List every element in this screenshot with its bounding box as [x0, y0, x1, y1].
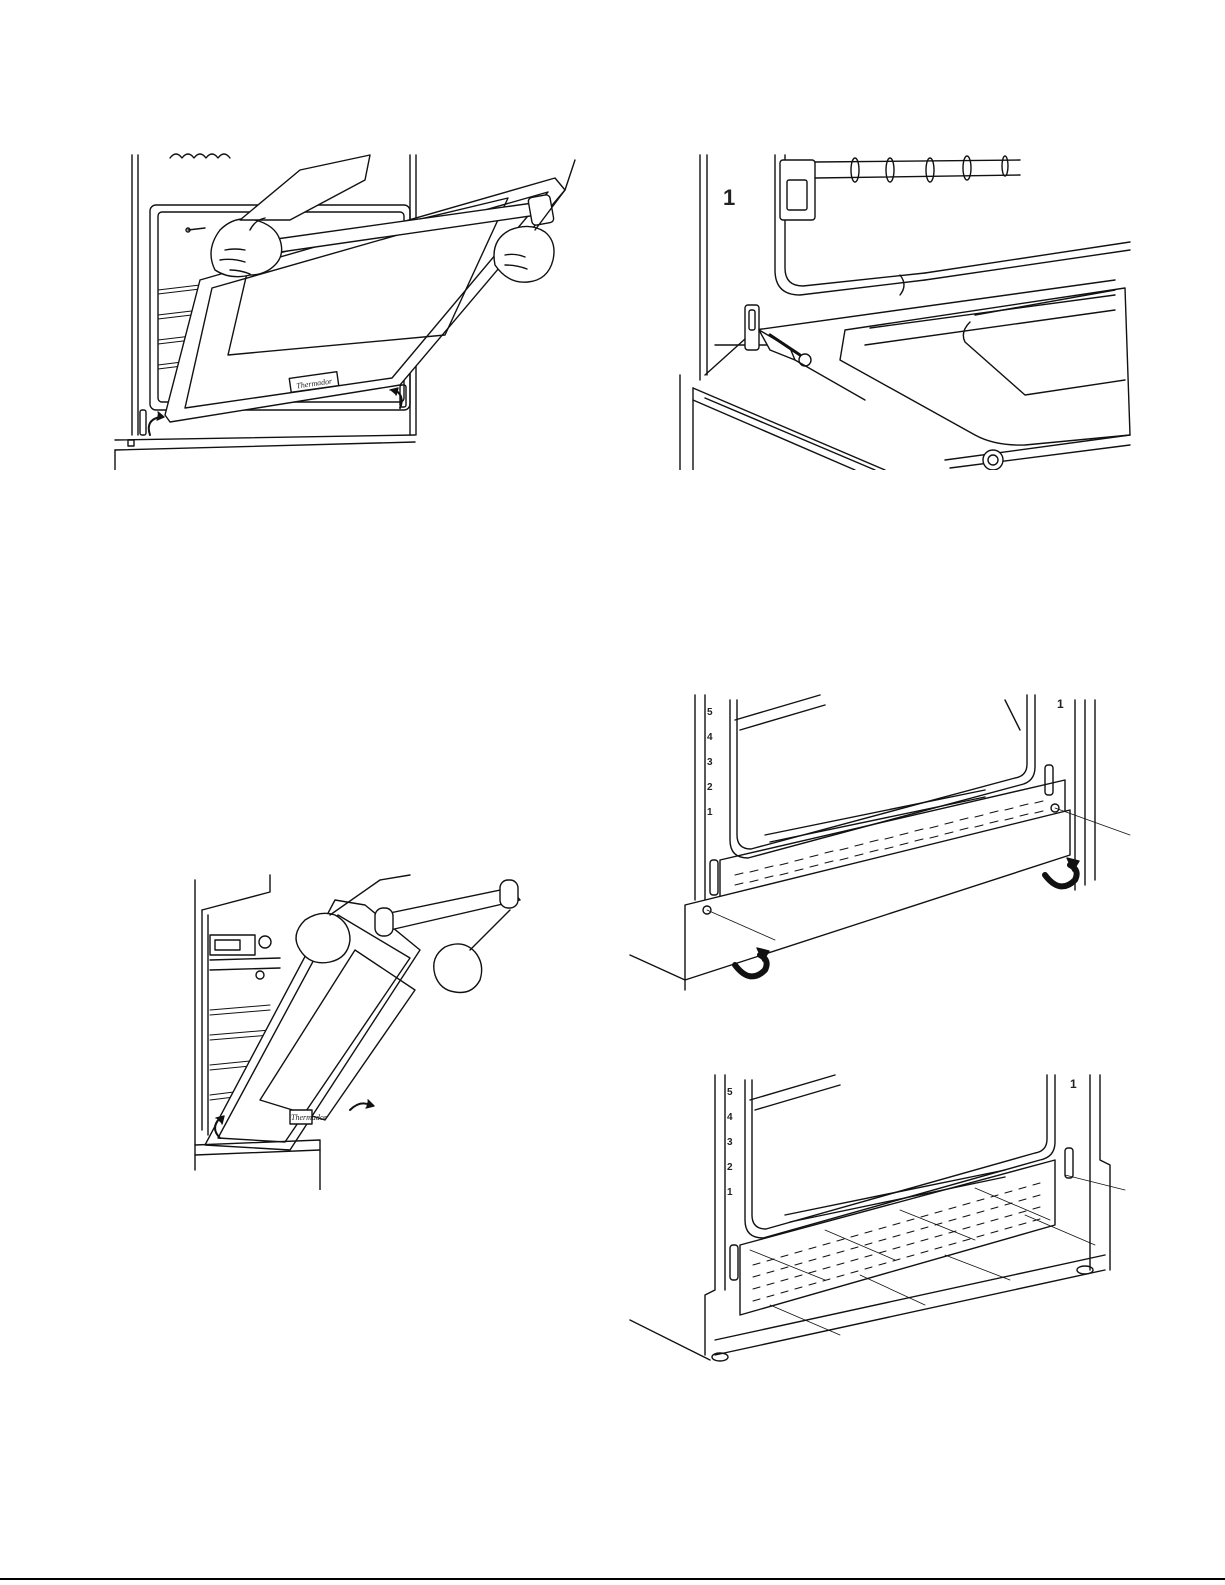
figure-hinge-detail: 1: [675, 150, 1135, 470]
rack-label: 1: [1070, 1077, 1077, 1091]
bottom-rule: [0, 1578, 1225, 1580]
figure-vent-panel-removal: 5 4 3 2 1 1: [625, 1070, 1155, 1370]
rack-number-4: 4: [707, 732, 713, 743]
figure-door-tilt: Thermador: [190, 870, 535, 1190]
rack-label: 1: [1057, 697, 1064, 711]
rack-number-2: 2: [727, 1162, 733, 1173]
rack-number-3: 3: [727, 1137, 733, 1148]
figure-door-lift: Thermador: [110, 150, 585, 470]
rack-number-1: 1: [707, 807, 713, 818]
rack-number-1: 1: [727, 1187, 733, 1198]
rack-number-5: 5: [707, 707, 713, 718]
rack-number-3: 3: [707, 757, 713, 768]
figure-toe-kick-removal: 5 4 3 2 1 1: [625, 690, 1155, 1010]
rack-label: 1: [723, 185, 735, 210]
door-brand-badge: Thermador: [291, 1113, 328, 1122]
rack-number-4: 4: [727, 1112, 733, 1123]
rack-number-5: 5: [727, 1087, 733, 1098]
rack-number-2: 2: [707, 782, 713, 793]
